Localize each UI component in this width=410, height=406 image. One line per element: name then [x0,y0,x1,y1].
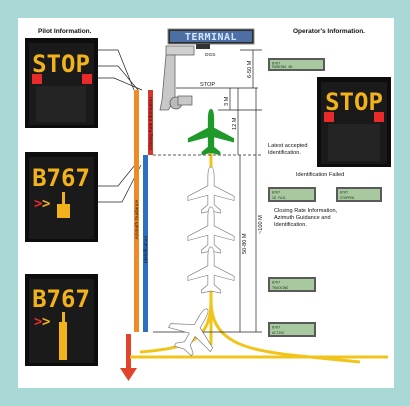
dimension-lines [229,50,257,332]
stop-indicator-left [32,74,42,84]
lcd-panel-screen [270,279,314,290]
identification-label: Identification [143,236,149,263]
closing-rate-label: Closing Rate Information [148,97,154,150]
stop-label: STOP [200,82,215,88]
pilot-display-stop-text: STOP [32,50,90,78]
closing-rate-info-label: Closing Rate Information, Azimuth Guidan… [274,208,339,228]
lcd-panel-line-2: PARKING OK [272,65,293,69]
terminal-label: TERMINAL [185,32,237,43]
terminal-sign: TERMINAL DGS [167,28,255,58]
latest-accepted-line-2: Identification. [268,150,301,156]
pilot-display-type-far-text: B767 [32,285,90,313]
azimuth-arrow-red-far: > [34,314,42,330]
pilot-display-type-far: B767 > > [25,274,98,366]
stop-indicator-right [82,74,92,84]
closing-line-3: Identification. [274,222,307,228]
dgs-label: DGS [205,52,215,58]
azimuth-arrow-amber: > [42,196,50,212]
operator-stop-indicator-left [324,112,334,122]
latest-accepted-label: Latest accepted Identification. [268,143,309,156]
operator-display-stop-text: STOP [325,88,383,116]
lcd-panel-line-2: TRACKING [272,286,288,290]
closing-rate-bar-far [62,312,65,322]
closing-line-1: Closing Rate Information, [274,208,338,214]
closing-rate-bar-zone [148,90,153,155]
reference-lines [153,49,262,333]
pilot-display-type-near-text: B767 [32,164,90,192]
lcd-panel-screen [338,189,380,200]
dim-6-50m: 6-50 M [247,60,253,78]
dim-12m: 12 M [232,117,238,130]
lcd-panel-line-1: B767 [272,281,280,285]
jet-bridge [159,45,195,111]
lcd-panel-screen [270,60,323,69]
display-connectors [98,49,143,203]
operator-information-header: Operator's Information. [293,28,365,35]
azimuth-guidance-bar [134,90,139,332]
lcd-panel-screen [270,189,314,200]
pilot-display-stop: STOP [25,38,98,128]
lcd-panel-line-2: ID FAIL [272,196,286,200]
lcd-panel-line-1: B767 [340,191,348,195]
dgs-unit [196,44,210,49]
dim-3m: 3 M [224,96,230,106]
lcd-panel-line-1: B767 [272,326,280,330]
dim-50-80m: 50-80 M [242,233,248,254]
operator-stop-indicator-right [374,112,384,122]
identification-bar [143,155,148,332]
operator-display-stop: STOP [317,77,391,167]
pilot-information-header: Pilot Information. [38,28,92,35]
dim-100m: ~100 M [258,215,264,234]
closing-rate-bar [62,192,65,204]
azimuth-guidance-label: Azimuth Guidance [134,200,140,240]
lcd-panel-line-1: B767 [272,191,280,195]
lcd-panel-line-2: STOPPED [340,196,354,200]
closing-line-2: Azimuth Guidance and [274,215,331,221]
centerline-block [57,204,70,218]
azimuth-arrow-amber-far: > [42,314,50,330]
azimuth-arrow-red: > [34,196,42,212]
lcd-panel-line-2: ACTIVE [272,331,284,335]
pilot-display-type-near: B767 > > [25,152,98,242]
approach-direction-arrow [120,334,137,381]
identification-failed-label: Identification Failed [296,172,344,178]
closing-rate-column [59,322,67,360]
lcd-panel-screen [270,324,314,335]
lcd-panel-line-1: B767 [272,62,280,66]
latest-accepted-line-1: Latest accepted [268,143,308,149]
